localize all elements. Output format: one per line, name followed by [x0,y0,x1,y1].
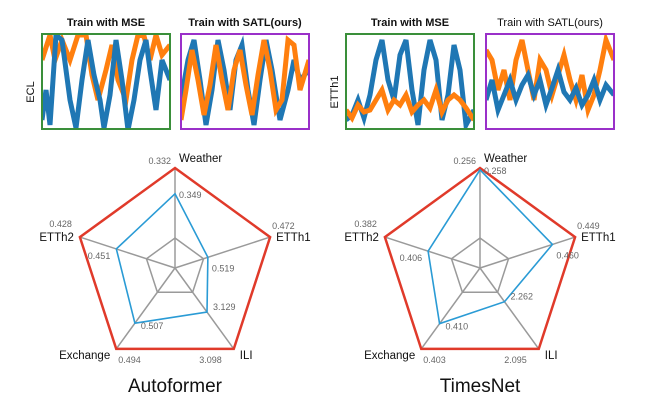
radar-title-autoformer: Autoformer [128,376,223,397]
radar-inner-value-exchange: 0.507 [141,321,164,331]
radar-outer-value-ili: 2.095 [504,355,527,365]
radar-grid-ring [450,237,510,294]
radar-inner-value-weather: 0.258 [484,166,507,176]
radar-title-timesnet: TimesNet [440,376,521,397]
radar-outer-value-weather: 0.332 [148,156,171,166]
radar-spoke-etth2 [384,236,481,269]
radar-spoke-exchange [115,267,176,350]
radar-axis-label-exchange: Exchange [59,350,110,362]
row-label-ecl: ECL [25,81,37,102]
thumb-etth1-mse [346,39,474,129]
radar-outer-value-exchange: 0.403 [423,355,446,365]
radar-inner-value-etth2: 0.406 [400,253,423,263]
thumb-ecl-satl-orange [181,35,309,121]
row-label-etth1: ETTh1 [329,75,341,108]
radar-outer-value-etth1: 0.472 [272,221,295,231]
radar-outer-value-etth1: 0.449 [577,221,600,231]
radar-axis-label-ili: ILI [545,350,558,362]
radar-axis-label-etth1: ETTh1 [276,232,311,244]
radar-spoke-etth2 [79,236,176,269]
radar-axis-label-exchange: Exchange [364,350,415,362]
radar-spoke-etth1 [479,236,576,269]
title-ecl-satl: Train with SATL(ours) [188,17,302,29]
thumb-ecl-mse-frame [41,33,171,130]
radar-spoke-ili [174,267,235,350]
thumb-etth1-mse-frame [345,33,475,130]
thumb-etth1-mse-orange [346,81,474,123]
thumb-etth1-mse-blue [346,39,474,129]
radar-inner-value-etth1: 0.460 [556,250,579,260]
title-etth1-satl: Train with SATL(ours) [497,17,603,29]
radar-series-inner [115,192,209,325]
radar-inner-value-etth2: 0.451 [88,251,111,261]
radar-axis-label-weather: Weather [484,153,527,165]
radar-inner-value-etth1: 0.519 [212,263,235,273]
radar-outer-value-ili: 3.098 [199,355,222,365]
thumb-etth1-satl-blue [486,61,614,119]
title-etth1-mse: Train with MSE [371,17,449,29]
thumb-ecl-mse-blue [42,34,170,129]
radar-series-outer [383,166,577,351]
radar-inner-value-ili: 3.129 [213,302,236,312]
radar-series-inner [427,168,554,325]
radar-grid-ring [145,237,205,294]
radar-spoke-ili [479,267,540,350]
radar-outer-value-exchange: 0.494 [118,355,141,365]
thumb-etth1-satl-frame [485,33,615,130]
radar-spoke-etth1 [174,236,271,269]
radar-inner-value-ili: 2.262 [510,292,533,302]
thumb-ecl-mse [42,34,170,129]
radar-axis-label-etth1: ETTh1 [581,232,616,244]
radar-outer-value-etth2: 0.428 [49,219,72,229]
radar-axis-label-etth2: ETTh2 [344,232,379,244]
radar-inner-value-weather: 0.349 [179,190,202,200]
radar-axis-label-weather: Weather [179,153,222,165]
thumb-ecl-satl-frame [180,33,310,130]
title-ecl-mse: Train with MSE [67,17,145,29]
radar-axis-label-ili: ILI [240,350,253,362]
radar-inner-value-exchange: 0.410 [446,322,469,332]
thumb-ecl-satl [181,35,309,126]
radar-axis-label-etth2: ETTh2 [39,232,74,244]
radar-series-outer [78,166,272,351]
thumb-etth1-satl [486,34,614,120]
radar-spoke-exchange [420,267,481,350]
radar-outer-value-weather: 0.256 [453,156,476,166]
radar-outer-value-etth2: 0.382 [354,219,377,229]
